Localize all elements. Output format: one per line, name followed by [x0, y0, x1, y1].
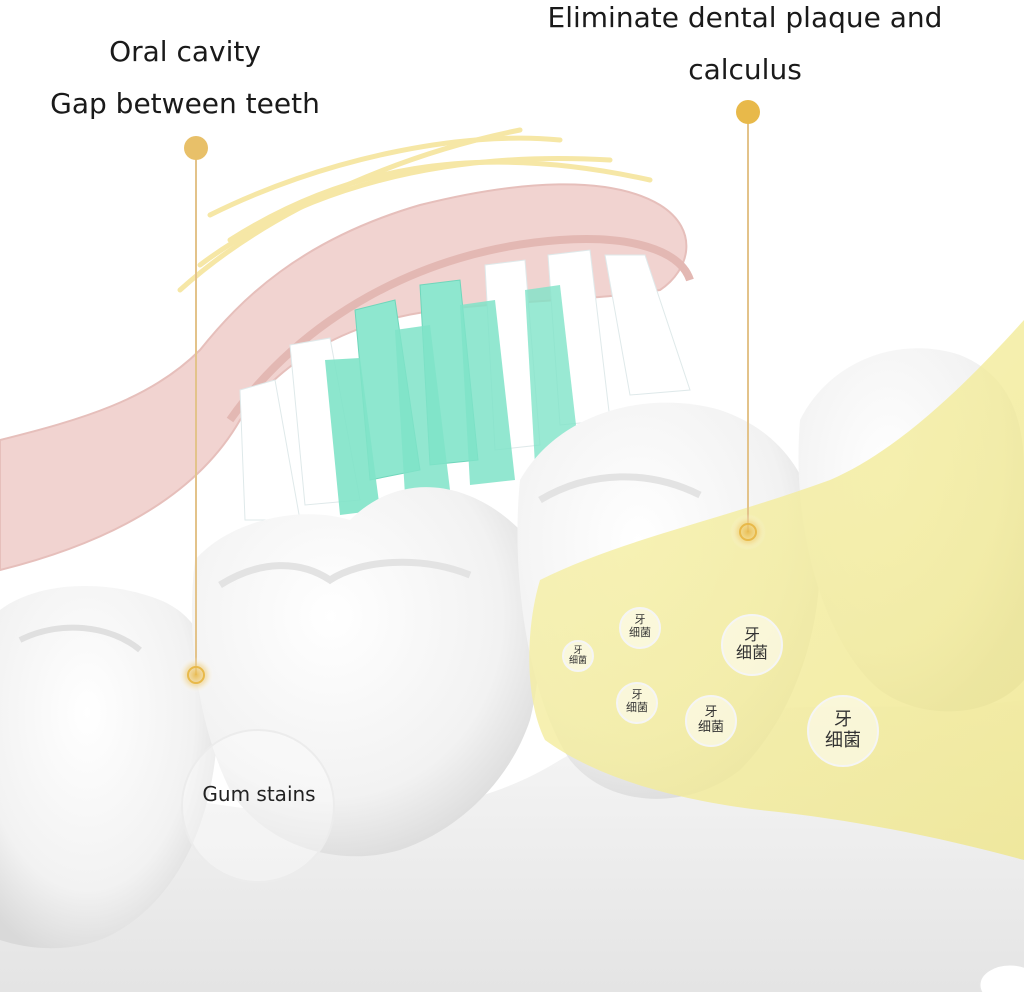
- tooth-middle: [191, 487, 541, 857]
- bacteria-label-line1: 牙: [834, 709, 852, 730]
- bacteria-label-line2: 细菌: [825, 729, 861, 751]
- callout-oral-cavity-line2: Gap between teeth: [50, 87, 320, 120]
- bacteria-label-line2: 细菌: [629, 625, 651, 639]
- bacteria-bubble: [721, 614, 783, 676]
- bacteria-label-line1: 牙: [631, 688, 643, 701]
- marker-dot-top-left: [184, 136, 208, 160]
- bacteria-label: 牙 细菌: [619, 688, 655, 714]
- tooth-left: [0, 586, 218, 949]
- callout-oral-cavity: Oral cavity Gap between teeth: [20, 26, 350, 130]
- marker-dot-top-right: [736, 100, 760, 124]
- bacteria-label-line1: 牙: [634, 613, 646, 626]
- bacteria-bubble: [616, 682, 658, 724]
- callout-oral-cavity-line1: Oral cavity: [109, 35, 261, 68]
- bacteria-bubble: [562, 640, 594, 672]
- vibration-lines-icon: [177, 127, 653, 293]
- callout-plaque-line1: Eliminate dental plaque and: [547, 1, 943, 34]
- marker-ring-gap: [178, 657, 214, 693]
- bacteria-bubbles: [562, 607, 879, 767]
- bacteria-label: 牙 细菌: [622, 613, 658, 639]
- bacteria-label-line2: 细菌: [568, 656, 587, 667]
- tooth-tip-bottom-right: [979, 964, 1024, 992]
- bacteria-label: 牙 细菌: [691, 705, 731, 736]
- bacteria-label-line1: 牙: [704, 705, 718, 720]
- bacteria-label-line2: 细菌: [735, 643, 768, 663]
- bacteria-label-line2: 细菌: [697, 719, 724, 735]
- gum-stain-bubble: [181, 729, 335, 883]
- toothbrush-bristles: [239, 249, 691, 521]
- bacteria-label: 牙 细菌: [564, 646, 592, 667]
- bacteria-label-line2: 细菌: [626, 700, 648, 714]
- bacteria-label: 牙 细菌: [815, 709, 871, 751]
- marker-ring-plaque: [730, 514, 766, 550]
- bacteria-label: 牙 细菌: [727, 625, 777, 663]
- bacteria-bubble: [619, 607, 661, 649]
- bacteria-bubble: [807, 695, 879, 767]
- callout-gum-stains: Gum stains: [202, 782, 316, 806]
- plaque-film: [529, 320, 1024, 860]
- bacteria-label-line1: 牙: [573, 646, 583, 656]
- bacteria-bubble: [685, 695, 737, 747]
- callout-plaque: Eliminate dental plaque and calculus: [530, 0, 960, 96]
- bacteria-label-line1: 牙: [743, 625, 760, 644]
- callout-plaque-line2: calculus: [688, 53, 802, 86]
